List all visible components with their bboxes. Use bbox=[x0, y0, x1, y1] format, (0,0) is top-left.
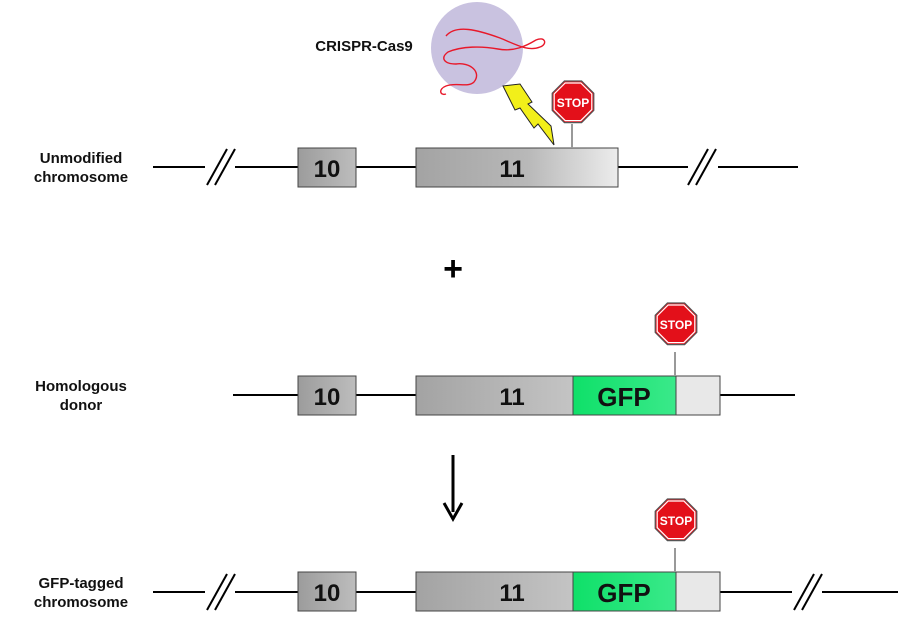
row-unmodified-chromosome: 10 11 STOP bbox=[153, 80, 798, 188]
chromosome-break-icon bbox=[206, 573, 236, 611]
exon-10-label: 10 bbox=[314, 156, 341, 183]
plus-sign: + bbox=[443, 250, 463, 288]
exon-10 bbox=[297, 147, 357, 188]
stop-sign-label: STOP bbox=[660, 514, 692, 528]
stop-codon-sign: STOP bbox=[551, 80, 595, 124]
exon-11 bbox=[415, 571, 574, 612]
exon-11-label: 11 bbox=[499, 580, 524, 607]
guide-rna-icon bbox=[440, 28, 546, 96]
cas9-label: CRISPR-Cas9 bbox=[315, 38, 413, 55]
row-homologous-donor: 10 11 GFP STOP bbox=[233, 302, 795, 416]
exon-11-utr bbox=[675, 375, 721, 416]
exon-10 bbox=[297, 375, 357, 416]
row-label-line: Unmodified bbox=[39, 150, 123, 167]
exon-11-label: 11 bbox=[499, 384, 524, 411]
stop-sign-icon bbox=[654, 302, 698, 346]
gfp-tag bbox=[572, 375, 677, 416]
gfp-label: GFP bbox=[597, 382, 650, 412]
row-label-line: chromosome bbox=[33, 169, 129, 186]
cleavage-lightning-icon bbox=[502, 83, 555, 146]
cas9-complex: CRISPR-Cas9 bbox=[315, 2, 555, 146]
row-label-homologous-donor: Homologous donor bbox=[6, 377, 156, 415]
row-label-line: chromosome bbox=[33, 594, 129, 611]
stop-sign-icon bbox=[551, 80, 595, 124]
exon-10 bbox=[297, 571, 357, 612]
exon-10-label: 10 bbox=[314, 384, 341, 411]
stop-sign-label: STOP bbox=[557, 96, 589, 110]
gfp-tag bbox=[572, 571, 677, 612]
row-label-unmodified-chromosome: Unmodified chromosome bbox=[6, 149, 156, 187]
stop-sign-label: STOP bbox=[660, 318, 692, 332]
row-label-line: donor bbox=[59, 397, 103, 414]
exon-10-label: 10 bbox=[314, 580, 341, 607]
exon-11 bbox=[415, 147, 619, 188]
row-gfp-tagged-chromosome: 10 11 GFP STOP bbox=[153, 498, 898, 612]
exon-11-label: 11 bbox=[499, 156, 524, 183]
stop-codon-sign: STOP bbox=[654, 302, 698, 346]
stop-codon-sign: STOP bbox=[654, 498, 698, 542]
chromosome-break-icon bbox=[793, 573, 823, 611]
stop-sign-icon bbox=[654, 498, 698, 542]
exon-11-utr bbox=[675, 571, 721, 612]
row-label-line: GFP-tagged bbox=[38, 575, 124, 592]
exon-11 bbox=[415, 375, 574, 416]
chromosome-break-icon bbox=[206, 148, 236, 186]
gfp-label: GFP bbox=[597, 578, 650, 608]
chromosome-break-icon bbox=[687, 148, 717, 186]
down-arrow-icon bbox=[442, 455, 464, 523]
cas9-protein-icon bbox=[431, 2, 523, 94]
row-label-gfp-tagged-chromosome: GFP-tagged chromosome bbox=[6, 574, 156, 612]
row-label-line: Homologous bbox=[35, 378, 127, 395]
